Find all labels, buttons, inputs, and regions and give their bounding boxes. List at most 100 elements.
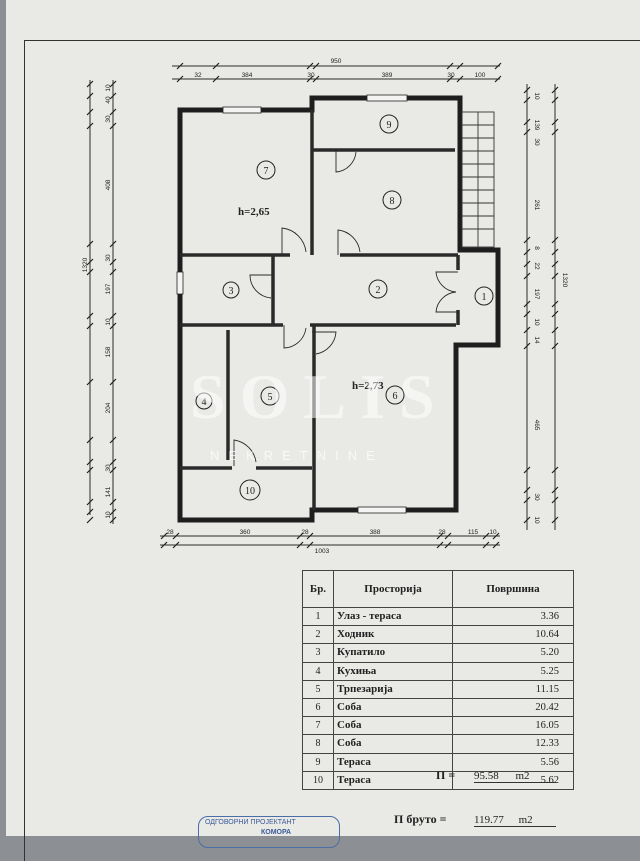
dim-tick bbox=[494, 75, 502, 83]
dim-tick bbox=[296, 532, 304, 540]
row-number: 1 bbox=[302, 606, 334, 627]
dim-tick bbox=[523, 326, 531, 334]
sheet-frame bbox=[24, 40, 640, 861]
door-7 bbox=[281, 227, 307, 255]
dim-tick bbox=[551, 326, 559, 334]
engineer-stamp: ОДГОВОРНИ ПРОЈЕКТАНТ КОМОРА bbox=[198, 816, 340, 848]
row-area: 12.33 bbox=[452, 734, 574, 754]
dim-text: 30 bbox=[105, 464, 112, 472]
dim-tick bbox=[492, 541, 500, 549]
dim-tick bbox=[109, 508, 117, 516]
net-area-value-box: 95.58 m2 bbox=[474, 770, 556, 783]
dim-text: 28 bbox=[166, 529, 174, 536]
dim-tick bbox=[551, 118, 559, 126]
dim-tick bbox=[176, 75, 184, 83]
dim-tick bbox=[296, 541, 304, 549]
dim-tick bbox=[551, 342, 559, 350]
dim-tick bbox=[86, 436, 94, 444]
dim-text: 465 bbox=[533, 420, 540, 431]
dim-tick bbox=[551, 86, 559, 94]
dim-tick bbox=[86, 378, 94, 386]
room-number: 8 bbox=[390, 196, 395, 207]
dim-tick bbox=[523, 128, 531, 136]
dim-tick bbox=[551, 96, 559, 104]
dim-text: 10 bbox=[533, 92, 540, 100]
gross-area-value: 119.77 bbox=[474, 814, 504, 826]
row-area: 5.56 bbox=[452, 752, 574, 772]
net-area-label: П = bbox=[436, 768, 456, 782]
dim-text: 115 bbox=[468, 529, 479, 536]
window-7 bbox=[222, 106, 262, 114]
dim-tick bbox=[523, 118, 531, 126]
dim-tick bbox=[86, 516, 94, 524]
dim-tick bbox=[444, 541, 452, 549]
row-number: 9 bbox=[302, 752, 334, 772]
door-5 bbox=[283, 325, 307, 349]
dim-tick bbox=[109, 312, 117, 320]
floor-plan: 1 2 3 4 5 6 7 8 9 10 h=2,65 h=2,73 950 3… bbox=[82, 58, 568, 555]
dim-tick bbox=[109, 458, 117, 466]
ceiling-height-label: h=2,73 bbox=[352, 380, 384, 392]
dim-text: 100 bbox=[475, 72, 486, 79]
door-entrance bbox=[435, 271, 458, 313]
dim-right-total: 1320 bbox=[561, 273, 568, 288]
row-number: 10 bbox=[302, 770, 334, 790]
row-area: 5.62 bbox=[452, 770, 574, 790]
row-number: 6 bbox=[302, 697, 334, 718]
dim-tick bbox=[523, 248, 531, 256]
room-number: 7 bbox=[264, 166, 269, 177]
dim-tick bbox=[444, 532, 452, 540]
row-room: Ходник bbox=[333, 625, 453, 645]
dim-tick bbox=[312, 62, 320, 70]
room-marker-6 bbox=[385, 385, 405, 405]
dim-tick bbox=[109, 80, 117, 88]
dim-tick bbox=[456, 75, 464, 83]
dim-text: 141 bbox=[105, 486, 112, 497]
dim-text: 30 bbox=[447, 72, 455, 79]
dim-tick bbox=[109, 92, 117, 100]
dim-tick bbox=[551, 260, 559, 268]
room-number: 4 bbox=[202, 397, 207, 408]
dim-tick bbox=[523, 342, 531, 350]
gross-area-label: П бруто = bbox=[394, 812, 447, 826]
dim-tick bbox=[172, 541, 180, 549]
dim-tick bbox=[551, 248, 559, 256]
dim-tick bbox=[312, 75, 320, 83]
col-header-room: Просторија bbox=[333, 570, 453, 608]
stamp-text: КОМОРА bbox=[261, 829, 292, 836]
dim-tick bbox=[109, 108, 117, 116]
row-area: 10.64 bbox=[452, 625, 574, 645]
dim-text: 30 bbox=[105, 254, 112, 262]
dim-tick bbox=[523, 516, 531, 524]
door-8 bbox=[337, 229, 361, 255]
dim-text: 139 bbox=[533, 120, 540, 131]
dim-tick bbox=[446, 62, 454, 70]
row-number: 5 bbox=[302, 679, 334, 699]
dim-tick bbox=[86, 322, 94, 330]
dim-tick bbox=[551, 486, 559, 494]
dim-tick bbox=[494, 62, 502, 70]
row-area: 3.36 bbox=[452, 606, 574, 627]
dim-text: 388 bbox=[370, 529, 381, 536]
stairs bbox=[461, 111, 495, 248]
door-3 bbox=[249, 274, 273, 299]
dim-text: 204 bbox=[105, 402, 112, 413]
room-marker-10 bbox=[239, 479, 261, 501]
dim-tick bbox=[86, 122, 94, 130]
dim-tick bbox=[306, 532, 314, 540]
dim-tick bbox=[523, 466, 531, 474]
dim-text: 261 bbox=[533, 200, 540, 211]
door-6 bbox=[312, 331, 337, 355]
dim-tick bbox=[109, 516, 117, 524]
dim-tick bbox=[523, 86, 531, 94]
dim-text: 158 bbox=[105, 346, 112, 357]
dim-tick bbox=[109, 466, 117, 474]
dim-tick bbox=[109, 378, 117, 386]
row-room: Трпезарија bbox=[333, 679, 453, 699]
row-room: Тераса bbox=[333, 752, 453, 772]
